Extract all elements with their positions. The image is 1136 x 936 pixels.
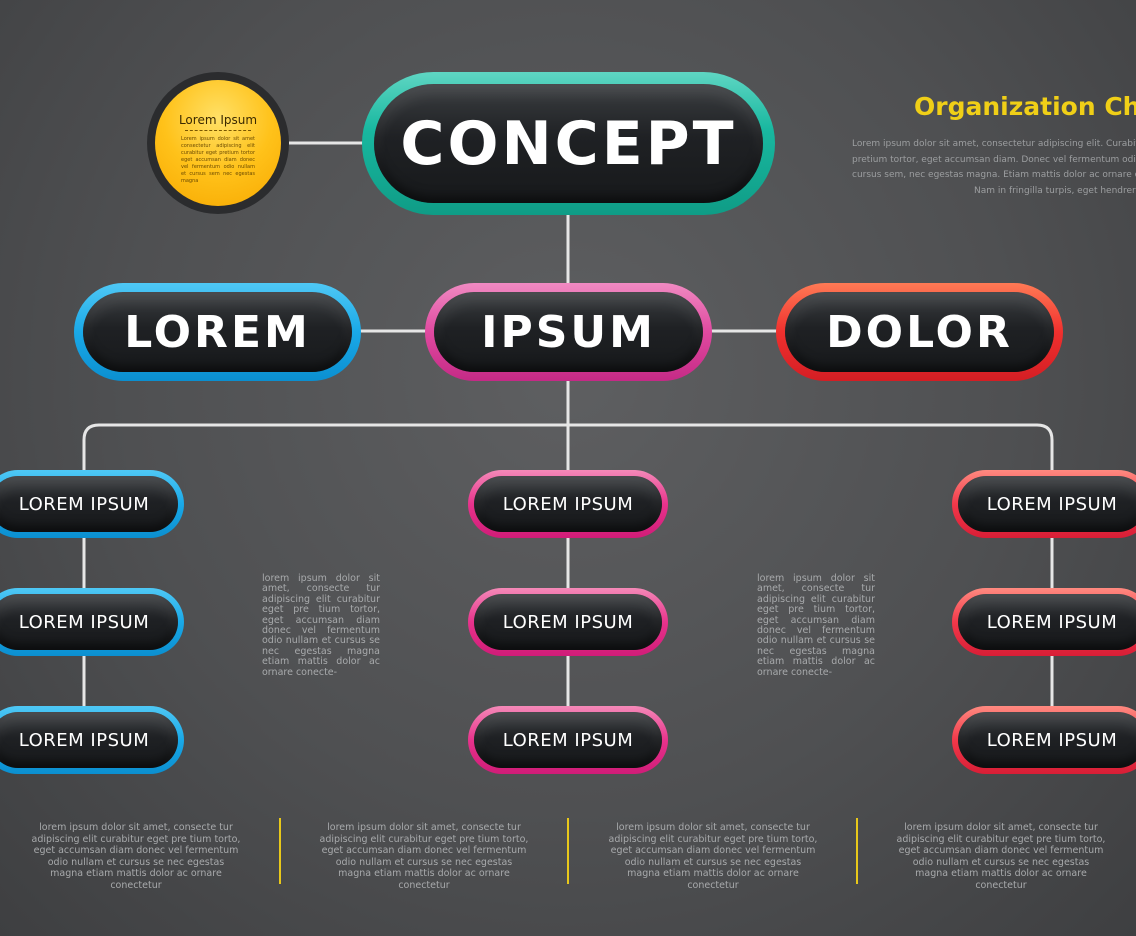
footer-text-2: lorem ipsum dolor sit amet, consecte tur… xyxy=(319,822,529,891)
node-col3-item-2-label: LOREM IPSUM xyxy=(986,611,1118,633)
node-col1-item-1[interactable]: LOREM IPSUM xyxy=(0,470,184,538)
intro-line-2: pretium tortor, eget accumsan diam. Done… xyxy=(852,154,1136,165)
info-circle-divider xyxy=(185,130,251,131)
intro-line-3: cursus sem, nec egestas magna. Etiam mat… xyxy=(852,170,1136,181)
footer-divider-3 xyxy=(856,818,858,884)
node-ipsum[interactable]: IPSUM xyxy=(425,283,712,381)
intro-text: Lorem ipsum dolor sit amet, consectetur … xyxy=(852,137,1136,199)
info-circle-body: Lorem ipsum dolor sit amet consectetur a… xyxy=(181,136,255,184)
intro-line-1: Lorem ipsum dolor sit amet, consectetur … xyxy=(852,139,1136,149)
node-col3-item-1[interactable]: LOREM IPSUM xyxy=(952,470,1136,538)
footer-divider-2 xyxy=(567,818,569,884)
node-col1-item-2[interactable]: LOREM IPSUM xyxy=(0,588,184,656)
node-col3-item-2[interactable]: LOREM IPSUM xyxy=(952,588,1136,656)
side-text-left: lorem ipsum dolor sit amet, consecte tur… xyxy=(262,573,380,678)
node-col1-item-3[interactable]: LOREM IPSUM xyxy=(0,706,184,774)
node-col1-item-2-label: LOREM IPSUM xyxy=(18,611,150,633)
intro-line-4: Nam in fringilla turpis, eget hendrerit … xyxy=(974,185,1136,196)
footer-text-3: lorem ipsum dolor sit amet, consecte tur… xyxy=(608,822,818,891)
chart-title: Organization Chart xyxy=(914,92,1136,121)
node-col1-item-1-label: LOREM IPSUM xyxy=(18,493,150,515)
footer-divider-1 xyxy=(279,818,281,884)
node-lorem-label: LOREM xyxy=(124,306,311,358)
node-lorem[interactable]: LOREM xyxy=(74,283,361,381)
node-col2-item-1-label: LOREM IPSUM xyxy=(502,493,634,515)
node-col1-item-3-label: LOREM IPSUM xyxy=(18,729,150,751)
node-ipsum-label: IPSUM xyxy=(481,306,656,358)
footer-text-4: lorem ipsum dolor sit amet, consecte tur… xyxy=(896,822,1106,891)
node-col2-item-3-label: LOREM IPSUM xyxy=(502,729,634,751)
node-col3-item-3[interactable]: LOREM IPSUM xyxy=(952,706,1136,774)
info-circle-title: Lorem Ipsum xyxy=(178,113,258,127)
node-col2-item-1[interactable]: LOREM IPSUM xyxy=(468,470,668,538)
node-col2-item-2-label: LOREM IPSUM xyxy=(502,611,634,633)
node-col2-item-2[interactable]: LOREM IPSUM xyxy=(468,588,668,656)
node-col2-item-3[interactable]: LOREM IPSUM xyxy=(468,706,668,774)
side-text-right: lorem ipsum dolor sit amet, consecte tur… xyxy=(757,573,875,678)
info-circle-face: Lorem Ipsum Lorem ipsum dolor sit amet c… xyxy=(155,80,281,206)
info-circle: Lorem Ipsum Lorem ipsum dolor sit amet c… xyxy=(147,72,289,214)
footer-text-1: lorem ipsum dolor sit amet, consecte tur… xyxy=(31,822,241,891)
node-col3-item-3-label: LOREM IPSUM xyxy=(986,729,1118,751)
node-concept-label: CONCEPT xyxy=(400,108,737,179)
node-concept[interactable]: CONCEPT xyxy=(362,72,775,215)
node-col3-item-1-label: LOREM IPSUM xyxy=(986,493,1118,515)
node-dolor[interactable]: DOLOR xyxy=(776,283,1063,381)
node-dolor-label: DOLOR xyxy=(826,306,1013,358)
connector-branch-bar xyxy=(82,423,1054,472)
